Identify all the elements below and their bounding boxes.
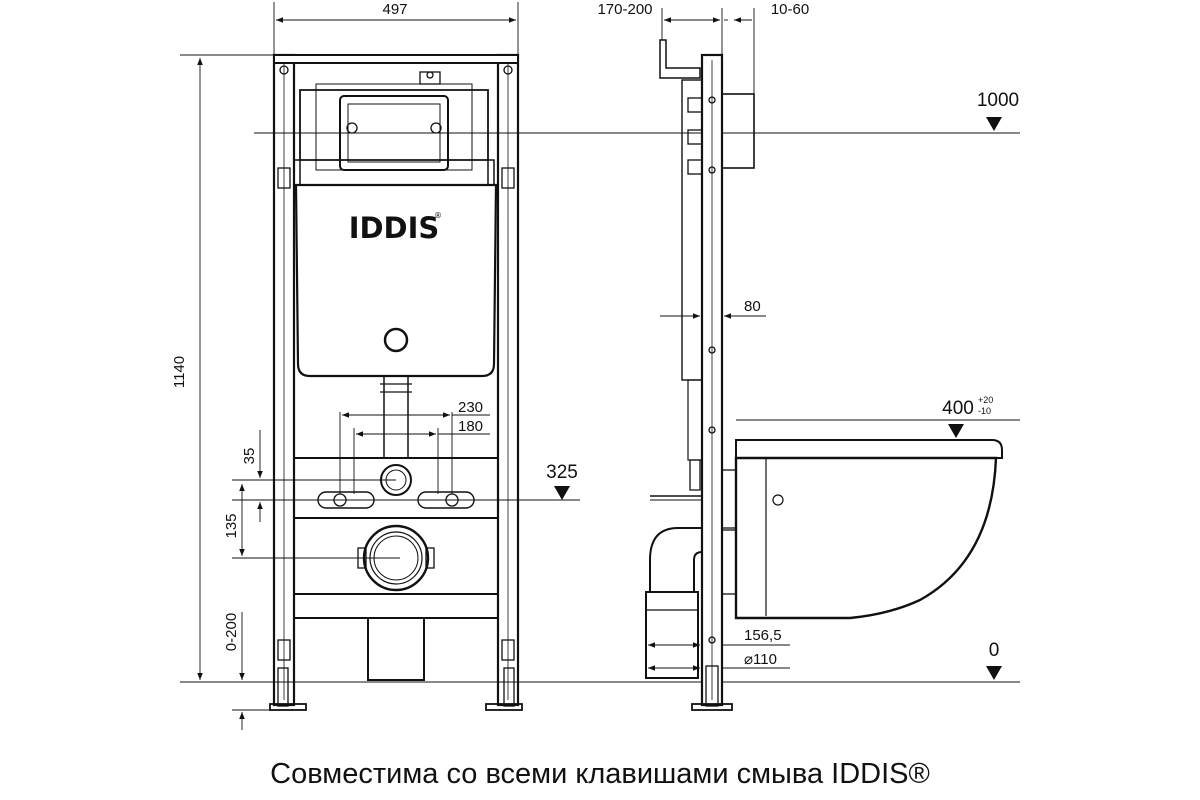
toilet-bowl — [734, 439, 1003, 620]
level-bowl: 400 — [942, 398, 974, 419]
flush-plate-mount — [293, 71, 495, 186]
dim-rise-outlet: 135 — [223, 513, 240, 538]
dim-stud-narrow: 180 — [458, 418, 483, 435]
dim-stud-wide: 230 — [458, 399, 483, 416]
dim-drain-diameter: ⌀110 — [744, 651, 777, 668]
iddis-logo: IDDIS — [349, 211, 440, 245]
frame-post-left — [272, 53, 296, 707]
inlet-plate — [293, 457, 499, 681]
level-flush: 1000 — [977, 90, 1019, 111]
dim-depth-pipe: 80 — [744, 298, 761, 315]
installation-drawing: IDDIS ® 497 1140 170-200 10-60 1000 325 … — [171, 1, 1020, 730]
level-floor: 0 — [989, 640, 1000, 661]
front-view — [269, 53, 523, 711]
level-inlet: 325 — [546, 462, 578, 483]
dim-offset-top: 170-200 — [597, 1, 652, 18]
dim-frame-width: 497 — [382, 1, 407, 18]
level-bowl-tol-minus: -10 — [978, 406, 991, 416]
frame-feet — [269, 667, 523, 711]
cistern-tank — [294, 183, 498, 378]
dim-rise-small: 35 — [241, 448, 258, 465]
dim-drain-offset: 156,5 — [744, 627, 782, 644]
dim-offset-side: 10-60 — [771, 1, 809, 18]
compatibility-caption: Совместима со всеми клавишами смыва IDDI… — [270, 758, 930, 790]
side-view — [645, 39, 755, 711]
logo-registered-mark: ® — [434, 211, 442, 220]
level-markers — [554, 117, 1002, 680]
flush-pipe — [380, 375, 412, 459]
frame-post-right — [496, 53, 520, 707]
side-dimensions — [648, 8, 1020, 671]
level-bowl-tol-plus: +20 — [978, 395, 993, 405]
front-dimensions — [180, 2, 1020, 730]
dim-frame-height: 1140 — [171, 356, 188, 388]
dim-leg-adjust: 0-200 — [223, 613, 240, 651]
